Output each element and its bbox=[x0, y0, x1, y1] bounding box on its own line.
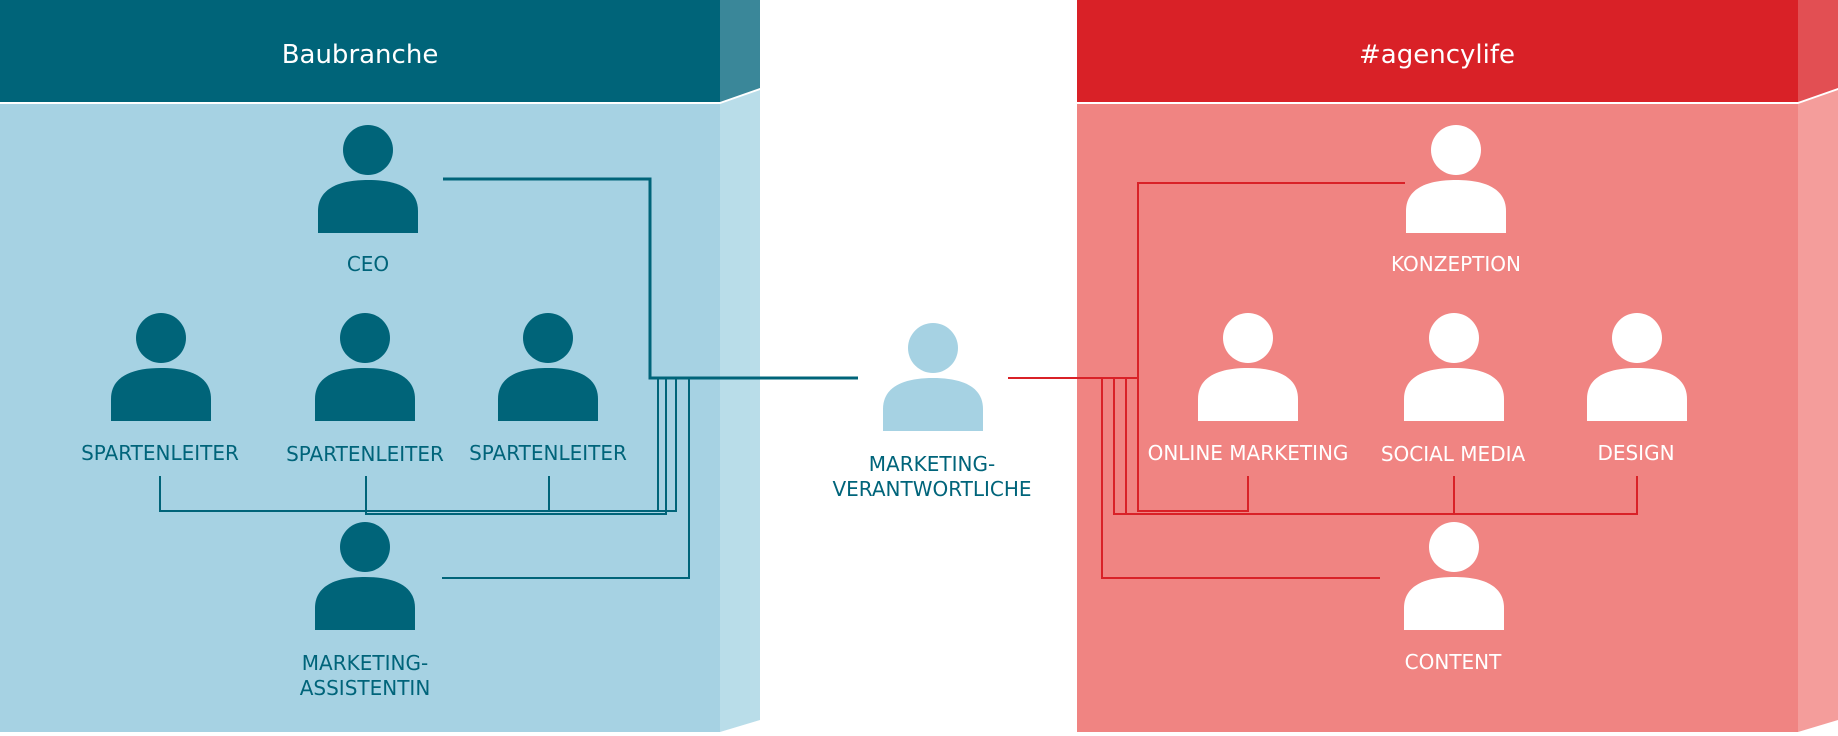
konzeption-connector bbox=[1008, 182, 1405, 379]
ceo-connector bbox=[443, 177, 858, 380]
spartenleiter-1-label: SPARTENLEITER bbox=[81, 441, 239, 465]
assistant-connector bbox=[442, 378, 690, 579]
right-box-header-side bbox=[1798, 0, 1838, 102]
spartenleiter-3-label: SPARTENLEITER bbox=[469, 441, 627, 465]
spartenleiter-2-label: SPARTENLEITER bbox=[286, 442, 444, 466]
right-connectors bbox=[1008, 182, 1638, 579]
left-connectors bbox=[159, 177, 858, 579]
ceo-label: CEO bbox=[346, 252, 390, 276]
marketing-person-icon bbox=[883, 323, 983, 431]
marketing-label: MARKETING- VERANTWORTLICHE bbox=[832, 452, 1031, 502]
right-box-header bbox=[1077, 0, 1798, 102]
marketing-label-line1: MARKETING- bbox=[868, 452, 996, 476]
right-box-side bbox=[1798, 90, 1838, 732]
content-connector bbox=[1101, 378, 1380, 579]
spartenleiter-2-connector bbox=[365, 378, 667, 515]
design-label: DESIGN bbox=[1597, 441, 1675, 465]
konzeption-label: KONZEPTION bbox=[1391, 252, 1521, 276]
spartenleiter-1-connector bbox=[159, 378, 659, 512]
assistant-label: MARKETING- ASSISTENTIN bbox=[300, 651, 431, 701]
right-box-title: #agencylife bbox=[1359, 40, 1515, 70]
left-box-side bbox=[720, 90, 760, 732]
marketing-label-line2: VERANTWORTLICHE bbox=[832, 477, 1032, 501]
online-marketing-label: ONLINE MARKETING bbox=[1147, 441, 1349, 465]
left-box-header bbox=[0, 0, 720, 102]
social-media-label: SOCIAL MEDIA bbox=[1380, 442, 1526, 466]
design-connector bbox=[1113, 378, 1638, 515]
left-box-header-side bbox=[720, 0, 760, 102]
spartenleiter-3-connector bbox=[548, 378, 677, 512]
content-label: CONTENT bbox=[1404, 650, 1502, 674]
online-marketing-connector bbox=[1137, 378, 1249, 512]
left-box-title: Baubranche bbox=[281, 40, 439, 70]
assistant-label-line1: MARKETING- bbox=[301, 651, 429, 675]
assistant-label-line2: ASSISTENTIN bbox=[299, 676, 431, 700]
